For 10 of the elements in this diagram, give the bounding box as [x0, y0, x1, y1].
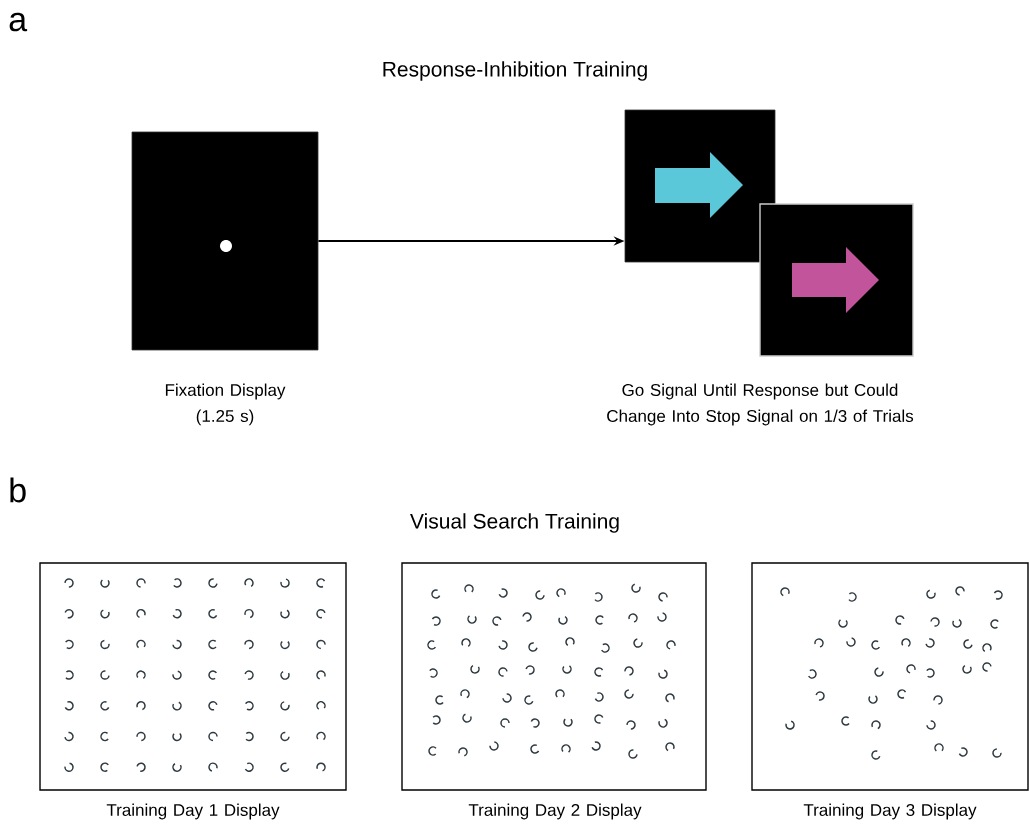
- node-label: Training Day 3 Display: [803, 803, 977, 820]
- display-screen: [131, 131, 319, 351]
- node-label: Training Day 1 Display: [106, 803, 280, 820]
- search-display: [751, 562, 1029, 791]
- search-display: [401, 562, 707, 791]
- search-display: [39, 562, 347, 791]
- node-label: Fixation Display (1.25 s): [165, 383, 286, 426]
- panel-letter: b: [10, 477, 26, 503]
- node-label: Training Day 2 Display: [468, 803, 642, 820]
- panel-letter: a: [9, 12, 28, 32]
